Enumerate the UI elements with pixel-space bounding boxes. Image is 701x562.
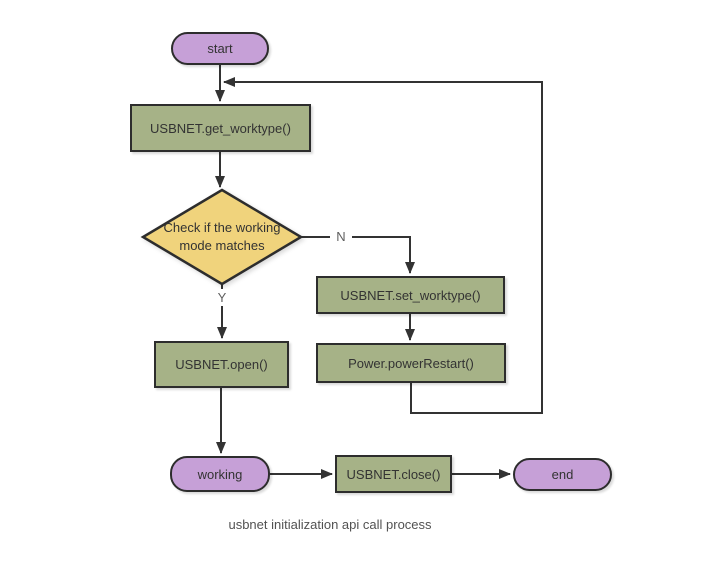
edge-label-no: N [330,227,352,246]
get-worktype-node: USBNET.get_worktype() [130,104,311,152]
start-node: start [171,32,269,65]
close-node: USBNET.close() [335,455,452,493]
edge-power-restart-loop-back [223,77,543,414]
working-node: working [170,456,270,492]
power-restart-node: Power.powerRestart() [316,343,506,383]
edge-label-yes: Y [213,289,231,306]
diagram-caption: usbnet initialization api call process [228,517,432,532]
end-node: end [513,458,612,491]
edge-decision-no-to-set-worktype [301,236,415,274]
open-node: USBNET.open() [154,341,289,388]
decision-node-label: Check if the working mode matches [163,220,281,253]
set-worktype-node: USBNET.set_worktype() [316,276,505,314]
decision-diamond-shape [140,188,304,286]
